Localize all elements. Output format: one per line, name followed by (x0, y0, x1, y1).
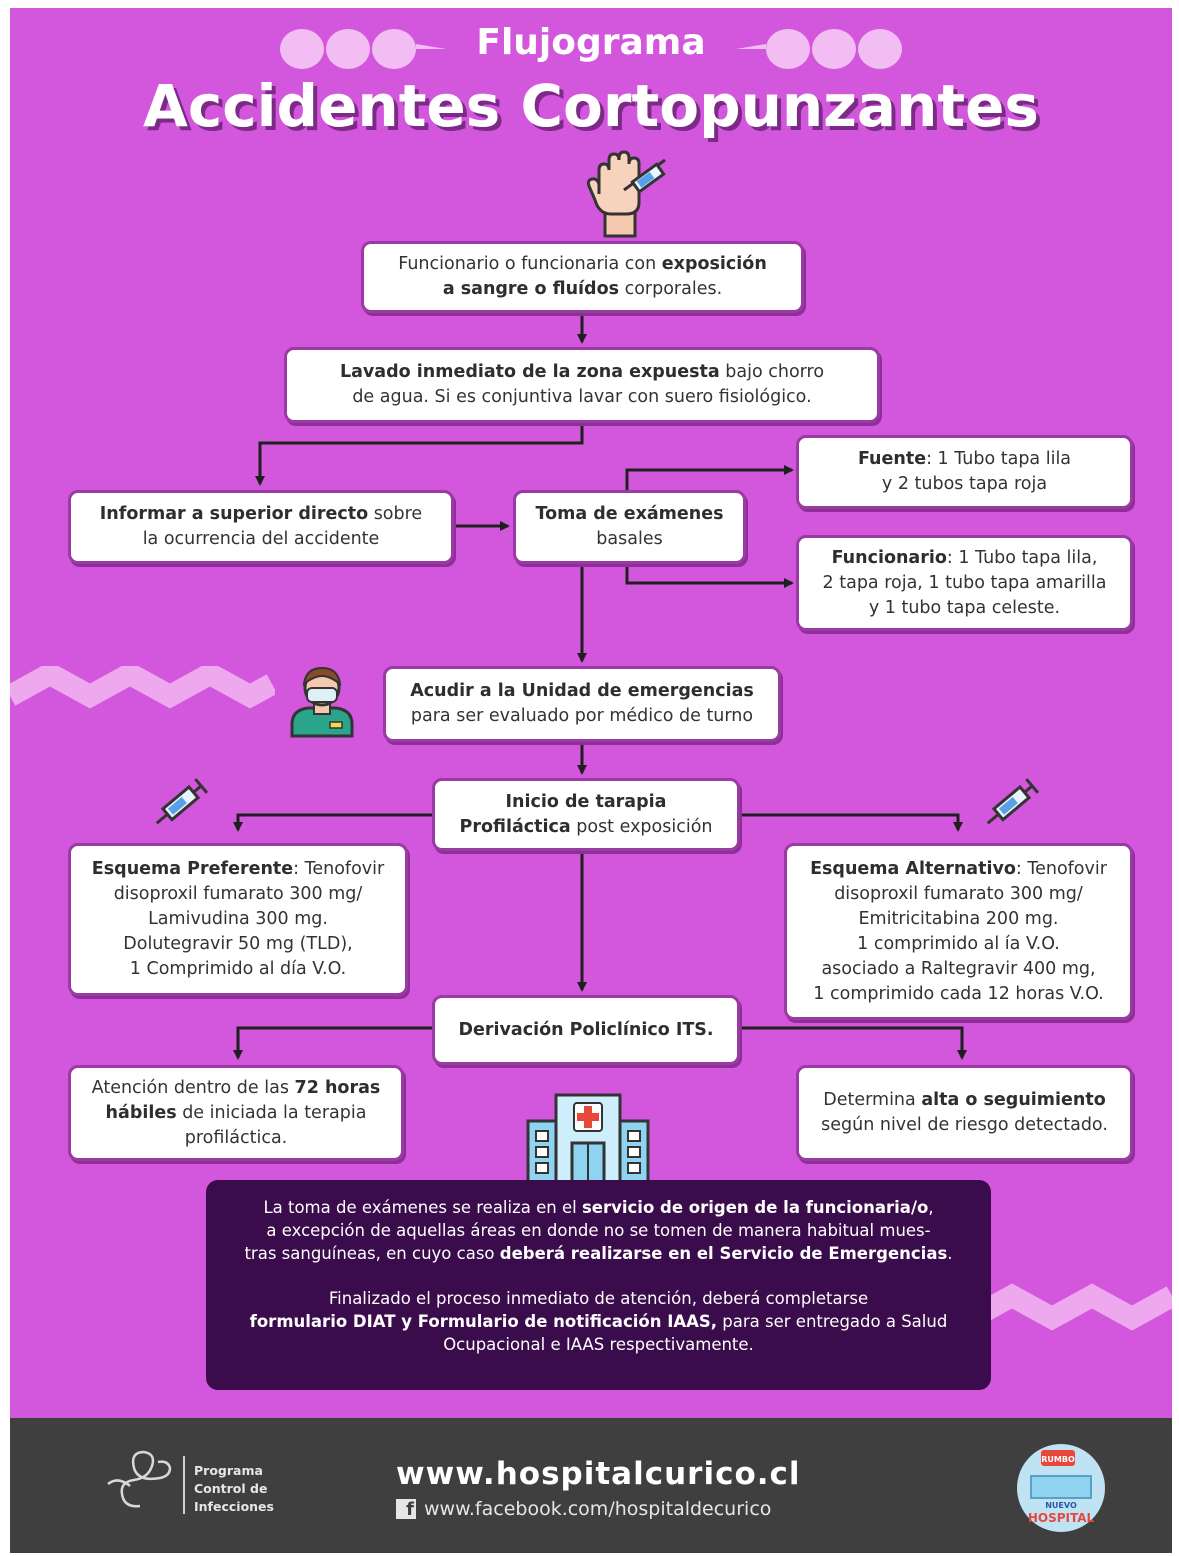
attention-text: Atención dentro de las (91, 1077, 295, 1098)
flow-arrows (233, 313, 967, 1060)
syringe-icon-right (986, 778, 1040, 825)
preferred-text-5: 1 Comprimido al día V.O. (129, 959, 347, 979)
badge-text-2: NUEVO (1045, 1501, 1077, 1510)
exposure-box: Funcionario o funcionaria con exposición… (361, 241, 804, 313)
referral-bold: Derivación Policlínico ITS. (458, 1019, 714, 1040)
therapy-box: Inicio de tarapia Profiláctica post expo… (432, 778, 740, 851)
emergency-text: para ser evaluado por médico de turno (410, 706, 754, 726)
washing-text-2: de agua. Si es conjuntiva lavar con suer… (352, 387, 812, 407)
preferred-scheme-box: Esquema Preferente: Tenofovir disoproxil… (68, 843, 408, 996)
discharge-box: Determina alta o seguimiento según nivel… (796, 1065, 1133, 1161)
page-title: Accidentes Cortopunzantes (143, 72, 1039, 140)
employee-box: Funcionario: 1 Tubo tapa lila, 2 tapa ro… (796, 535, 1133, 631)
emergency-bold: Acudir a la Unidad de emergencias (410, 681, 754, 701)
washing-box: Lavado inmediato de la zona expuesta baj… (284, 347, 880, 423)
hospital-icon (526, 1093, 650, 1186)
inform-text-2: la ocurrencia del accidente (142, 529, 380, 549)
alternative-bold: Esquema Alternativo (810, 858, 1016, 879)
badge-text-1: RUMBO (1041, 1455, 1075, 1464)
preferred-text-3: Lamivudina 300 mg. (148, 909, 328, 929)
alternative-scheme-box: Esquema Alternativo: Tenofovir disoproxi… (784, 843, 1133, 1020)
exposure-bold-2: a sangre o fluídos (442, 279, 620, 299)
notice-text: a excepción de aquellas áreas en donde n… (266, 1221, 931, 1240)
footer: Programa Control de Infecciones www.hosp… (10, 1418, 1172, 1553)
discharge-text-2: según nivel de riesgo detectado. (821, 1115, 1108, 1135)
source-text: : 1 Tubo tapa lila (926, 449, 1072, 469)
exams-box: Toma de exámenes basales (513, 490, 746, 564)
inform-bold: Informar a superior directo (99, 504, 369, 524)
attention-bold-2: hábiles (105, 1102, 177, 1123)
inform-text: sobre (368, 504, 423, 524)
preferred-bold: Esquema Preferente (91, 859, 294, 879)
poster: Flujograma Accidentes Cortopunzantes (10, 8, 1172, 1553)
notice-bold: deberá realizarse en el Servicio de Emer… (499, 1244, 948, 1263)
alternative-text-5: asociado a Raltegravir 400 mg, (821, 958, 1096, 979)
notice-text: . (947, 1244, 953, 1263)
decorative-dots-left (280, 29, 446, 69)
source-box: Fuente: 1 Tubo tapa lila y 2 tubos tapa … (796, 435, 1133, 509)
referral-box: Derivación Policlínico ITS. (432, 995, 740, 1065)
exposure-bold: exposición (661, 254, 767, 274)
alternative-text-4: 1 comprimido al ía V.O. (857, 933, 1060, 954)
employee-text-3: y 1 tubo tapa celeste. (868, 597, 1061, 618)
exposure-text: Funcionario o funcionaria con (398, 254, 662, 274)
employee-text-2: 2 tapa roja, 1 tubo tapa amarilla (822, 572, 1107, 593)
emergency-box: Acudir a la Unidad de emergencias para s… (383, 666, 781, 742)
exams-text: basales (596, 529, 663, 549)
discharge-text: Determina (823, 1090, 922, 1110)
exams-bold: Toma de exámenes (535, 504, 724, 524)
source-bold: Fuente (857, 449, 927, 469)
alternative-text-6: 1 comprimido cada 12 horas V.O. (813, 983, 1104, 1004)
notice-panel: La toma de exámenes se realiza en el ser… (206, 1180, 991, 1390)
attention-box: Atención dentro de las 72 horas hábiles … (68, 1065, 404, 1161)
notice-text: para ser entregado a Salud (717, 1312, 948, 1331)
notice-bold: servicio de origen de la funcionaria/o (581, 1198, 929, 1217)
alternative-text: : Tenofovir (1015, 858, 1107, 879)
nurse-icon (290, 666, 354, 738)
exposure-text-2: corporales. (619, 279, 723, 299)
notice-text: tras sanguíneas, en cuyo caso (244, 1244, 500, 1263)
subtitle: Flujograma (476, 22, 706, 63)
preferred-text-4: Dolutegravir 50 mg (TLD), (123, 934, 353, 954)
inform-box: Informar a superior directo sobre la ocu… (68, 490, 454, 564)
hand-with-syringe-icon (586, 150, 666, 238)
preferred-text: : Tenofovir (293, 859, 385, 879)
attention-text-3: profiláctica. (184, 1127, 288, 1148)
badge-text-3: HOSPITAL (1028, 1511, 1095, 1525)
attention-bold: 72 horas (294, 1077, 381, 1098)
program-name-line: Infecciones (194, 1499, 274, 1514)
program-logo-icon (107, 1450, 172, 1508)
facebook-link[interactable]: f www.facebook.com/hospitaldecurico (396, 1498, 771, 1520)
employee-bold: Funcionario (831, 547, 947, 568)
facebook-url: www.facebook.com/hospitaldecurico (424, 1498, 772, 1520)
preferred-text-2: disoproxil fumarato 300 mg/ (113, 884, 363, 904)
alternative-text-3: Emitricitabina 200 mg. (858, 908, 1059, 929)
washing-text: bajo chorro (719, 362, 825, 382)
website-link[interactable]: www.hospitalcurico.cl (396, 1456, 801, 1492)
program-name-line: Programa (194, 1463, 263, 1478)
new-hospital-badge-icon: RUMBO NUEVO HOSPITAL (1017, 1444, 1105, 1532)
zigzag-decoration-left (10, 666, 275, 709)
notice-text: Finalizado el proceso inmediato de atenc… (328, 1289, 869, 1308)
washing-bold: Lavado inmediato de la zona expuesta (339, 362, 720, 382)
syringe-icon-left (155, 778, 209, 825)
notice-text: Ocupacional e IAAS respectivamente. (443, 1335, 754, 1354)
zigzag-decoration-right (972, 1283, 1172, 1331)
therapy-bold: Inicio de tarapia (505, 791, 667, 812)
source-text-2: y 2 tubos tapa roja (881, 474, 1048, 494)
attention-text-2: de iniciada la terapia (176, 1102, 367, 1123)
facebook-icon: f (396, 1499, 416, 1520)
decorative-dots-right (736, 29, 902, 69)
program-name-line: Control de (194, 1481, 268, 1496)
notice-bold: formulario DIAT y Formulario de notifica… (249, 1312, 718, 1331)
notice-text: , (928, 1198, 934, 1217)
alternative-text-2: disoproxil fumarato 300 mg/ (834, 883, 1083, 904)
therapy-text: post exposición (570, 816, 713, 837)
discharge-bold: alta o seguimiento (921, 1090, 1106, 1110)
employee-text: : 1 Tubo tapa lila, (946, 547, 1098, 568)
program-divider (183, 1456, 185, 1514)
program-name: Programa Control de Infecciones (194, 1462, 274, 1516)
notice-text: La toma de exámenes se realiza en el (263, 1198, 582, 1217)
therapy-bold-2: Profiláctica (459, 816, 571, 837)
